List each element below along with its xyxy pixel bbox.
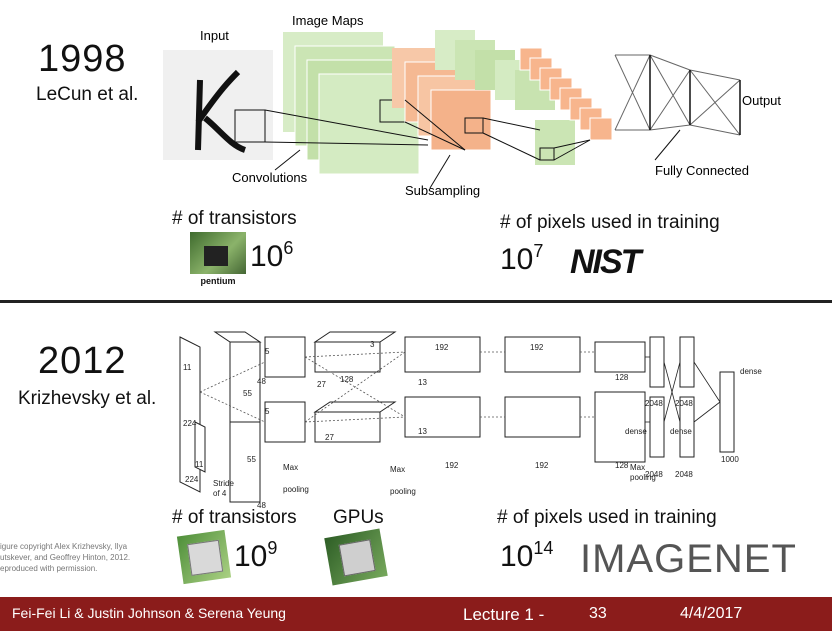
label-output: Output	[742, 93, 781, 108]
alexnet-diagram: 11 224 11 224 Stride of 4 55 55 48 48 5 …	[179, 331, 762, 510]
transistors-value-1998: 106	[250, 238, 294, 273]
year-1998: 1998	[38, 38, 127, 80]
alexnet-label-192a: 192	[435, 343, 449, 352]
s4-maps	[519, 47, 613, 141]
transistors-label-2012: # of transistors	[172, 507, 297, 528]
transistors-value-2012: 109	[234, 538, 278, 573]
lenet-diagram: Input Image Maps Output Convolutions Sub…	[163, 13, 781, 198]
subsample-map-4	[430, 89, 492, 151]
alexnet-label-13b: 13	[418, 427, 427, 436]
footer-authors: Fei-Fei Li & Justin Johnson & Serena Yeu…	[12, 605, 286, 621]
alexnet-label-2048d: 2048	[675, 470, 693, 479]
figure-copyright: igure copyright Alex Krizhevsky, Ilya ut…	[0, 541, 130, 574]
alexnet-label-pooling-a: pooling	[283, 485, 309, 494]
c3-patch	[539, 147, 555, 161]
footer-lecture: Lecture 1 -	[463, 605, 545, 624]
alexnet-label-dense-c: dense	[740, 367, 762, 376]
alexnet-label-55a: 55	[243, 389, 252, 398]
label-fully-connected: Fully Connected	[655, 163, 749, 178]
letter-k-glyph	[195, 69, 247, 153]
chip-heatspreader	[187, 539, 224, 576]
alexnet-label-48a: 48	[257, 377, 266, 386]
footer-date: 4/4/2017	[680, 605, 743, 622]
alexnet-label-192d: 192	[535, 461, 549, 470]
alexnet-label-2048c: 2048	[675, 399, 693, 408]
alexnet-label-224a: 224	[183, 419, 197, 428]
pixels-label-2012: # of pixels used in training	[497, 507, 717, 528]
input-image	[163, 50, 273, 160]
alexnet-label-1000: 1000	[721, 455, 739, 464]
nist-logo: NIST	[570, 243, 641, 281]
label-pointers	[274, 129, 681, 189]
alexnet-label-192c: 192	[530, 343, 544, 352]
alexnet-label-pooling-b: pooling	[390, 487, 416, 496]
alexnet-label-5b: 5	[265, 407, 270, 416]
fc-layers	[649, 55, 741, 135]
section-divider	[0, 300, 832, 303]
alexnet-label-11b: 11	[195, 460, 204, 469]
c3-map-6	[535, 120, 575, 165]
alexnet-label-max-b: Max	[390, 465, 405, 474]
alexnet-label-11a: 11	[183, 363, 192, 372]
alexnet-label-48b: 48	[257, 501, 266, 510]
alexnet-label-128c: 128	[615, 461, 629, 470]
year-2012: 2012	[38, 340, 127, 382]
alexnet-label-27b: 27	[325, 433, 334, 442]
copyright-line: igure copyright Alex Krizhevsky, Ilya	[0, 542, 128, 551]
alexnet-label-dense-a: dense	[625, 427, 647, 436]
footer-page-number: 33	[589, 605, 607, 622]
alexnet-dense-connections	[645, 356, 721, 423]
label-image-maps: Image Maps	[292, 13, 364, 28]
copyright-line: eproduced with permission.	[0, 564, 98, 573]
pentium-logo: pentium	[190, 274, 246, 288]
label-input: Input	[200, 28, 229, 43]
pixels-value-2012: 1014	[500, 538, 554, 573]
intel-xeon-chip-image	[176, 529, 232, 585]
alexnet-label-stride: Stride	[213, 479, 234, 488]
pentium-chip-image: pentium	[190, 232, 246, 288]
alexnet-label-5a: 5	[265, 347, 270, 356]
subsample-patch	[464, 117, 484, 134]
label-subsampling: Subsampling	[405, 183, 480, 198]
connection-lines	[264, 99, 591, 161]
input-receptive-field	[234, 109, 266, 143]
alexnet-label-224b: 224	[185, 475, 199, 484]
alexnet-label-of4: of 4	[213, 489, 227, 498]
pixels-label-1998: # of pixels used in training	[500, 212, 720, 233]
author-lecun: LeCun et al.	[36, 84, 139, 105]
alexnet-label-192b: 192	[445, 461, 459, 470]
pixels-value-1998: 107	[500, 241, 544, 276]
author-krizhevsky: Krizhevsky et al.	[18, 388, 157, 409]
alexnet-label-27a: 27	[317, 380, 326, 389]
alexnet-label-dense-b: dense	[670, 427, 692, 436]
footer-bar: Fei-Fei Li & Justin Johnson & Serena Yeu…	[0, 597, 832, 631]
alexnet-label-55b: 55	[247, 455, 256, 464]
alexnet-connections	[199, 351, 595, 423]
transistors-label-1998: # of transistors	[172, 208, 297, 229]
gpu-chip-image	[324, 528, 388, 586]
gpu-die	[338, 539, 376, 577]
copyright-line: utskever, and Geoffrey Hinton, 2012.	[0, 553, 131, 562]
alexnet-label-pooling-c: pooling	[630, 473, 656, 482]
alexnet-label-2048b: 2048	[645, 470, 663, 479]
alexnet-label-max-a: Max	[283, 463, 298, 472]
alexnet-label-2048a: 2048	[645, 399, 663, 408]
chip-die	[204, 246, 228, 266]
alexnet-label-max-c: Max	[630, 463, 645, 472]
imagenet-logo: IMAGENET	[580, 537, 797, 581]
alexnet-label-128a: 128	[340, 375, 354, 384]
gpus-label: GPUs	[333, 507, 384, 528]
alexnet-label-3a: 3	[370, 340, 375, 349]
alexnet-label-13a: 13	[418, 378, 427, 387]
alexnet-label-128b: 128	[615, 373, 629, 382]
label-convolutions: Convolutions	[232, 170, 308, 185]
fully-connected-lines	[614, 54, 741, 136]
